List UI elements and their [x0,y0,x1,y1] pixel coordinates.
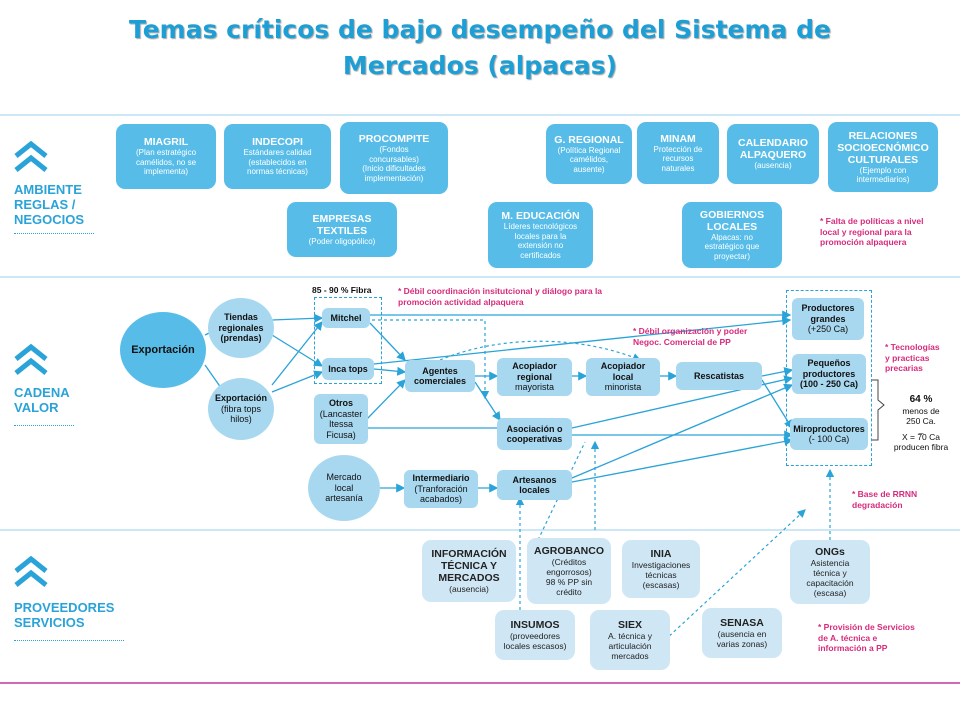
fibra-label: 85 - 90 % Fibra [312,285,372,295]
node-incatops: Inca tops [322,358,374,380]
note-provision: * Provisión de Servicios de A. técnica e… [818,622,915,653]
box-inia: INIA Investigaciones técnicas (escasas) [622,540,700,598]
box-miagril: MIAGRIL (Plan estratégico camélidos, no … [116,124,216,189]
chevron-up-icon [14,555,48,587]
node-acopiador-regional: Acopiador regional mayorista [497,358,572,396]
node-mitchel: Mitchel [322,308,370,328]
node-asociacion: Asociación o cooperativas [497,418,572,450]
chevron-up-icon [14,140,48,172]
node-miroproductores: Miroproductores (- 100 Ca) [790,418,868,450]
note-coordinacion: * Débil coordinación insitutcional y diá… [398,286,603,307]
node-rescatistas: Rescatistas [676,362,762,390]
box-gregional: G. REGIONAL (Política Regional camélidos… [546,124,632,184]
section-underline [14,233,94,234]
box-empresas: EMPRESAS TEXTILES (Poder oligopólico) [287,202,397,257]
node-acopiador-local: Acopiador local minorista [586,358,660,396]
node-tiendas: Tiendas regionales (prendas) [208,298,274,358]
stats-text: 64 % menos de 250 Ca. _ X = 70 Ca produc… [893,394,949,452]
box-informacion: INFORMACIÓN TÉCNICA Y MERCADOS (ausencia… [422,540,516,602]
section-label-ambiente: AMBIENTE REGLAS / NEGOCIOS [14,182,85,227]
title-line-1: Temas críticos de bajo desempeño del Sis… [128,15,831,44]
section-underline [14,425,74,426]
box-agrobanco: AGROBANCO (Créditos engorrosos) 98 % PP … [527,538,611,604]
box-gobiernos: GOBIERNOS LOCALES Alpacas: no estratégic… [682,202,782,268]
section-underline [14,640,124,641]
node-intermediario: Intermediario (Tranforación acabados) [404,470,478,508]
stats-brace [872,379,885,441]
box-ongs: ONGs Asistencia técnica y capacitación (… [790,540,870,604]
node-agentes: Agentes comerciales [405,360,475,392]
note-tecnologias: * Tecnologías y practicas precarias [885,342,940,373]
node-mercado-local: Mercado local artesanía [308,455,380,521]
box-minam: MINAM Protección de recursos naturales [637,122,719,184]
node-exportacion-fibra: Exportación (fibra tops hilos) [208,378,274,440]
box-insumos: INSUMOS (proveedores locales escasos) [495,610,575,660]
node-otros: Otros (Lancaster Itessa Ficusa) [314,394,368,444]
note-organizacion: * Débil organización y poder Negoc. Come… [633,326,748,347]
chevron-up-icon [14,343,48,375]
page-title: Temas críticos de bajo desempeño del Sis… [0,12,960,84]
node-pequenos-productores: Pequeños productores (100 - 250 Ca) [792,354,866,394]
section-label-cadena: CADENA VALOR [14,385,70,415]
node-productores-grandes: Productores grandes (+250 Ca) [792,298,864,340]
note-politicas: * Falta de políticas a nivel local y reg… [820,216,924,247]
box-indecopi: INDECOPI Estándares calidad (establecido… [224,124,331,189]
dashed-connectors [372,319,835,641]
node-artesanos: Artesanos locales [497,470,572,500]
title-line-2: Mercados (alpacas) [342,51,618,80]
box-siex: SIEX A. técnica y articulación mercados [590,610,670,670]
productores-group-border [786,290,872,466]
section-label-proveedores: PROVEEDORES SERVICIOS [14,600,115,630]
fibra-group-border [314,297,382,384]
box-calendario: CALENDARIO ALPAQUERO (ausencia) [727,124,819,184]
box-senasa: SENASA (ausencia en varias zonas) [702,608,782,658]
box-meducacion: M. EDUCACIÓN Líderes tecnológicos locale… [488,202,593,268]
box-relaciones: RELACIONES SOCIOECNÓMICO CULTURALES (Eje… [828,122,938,192]
node-exportacion: Exportación [120,312,206,388]
note-rrnn: * Base de RRNN degradación [852,489,918,510]
box-procompite: PROCOMPITE (Fondos concursables) (Inicio… [340,122,448,194]
